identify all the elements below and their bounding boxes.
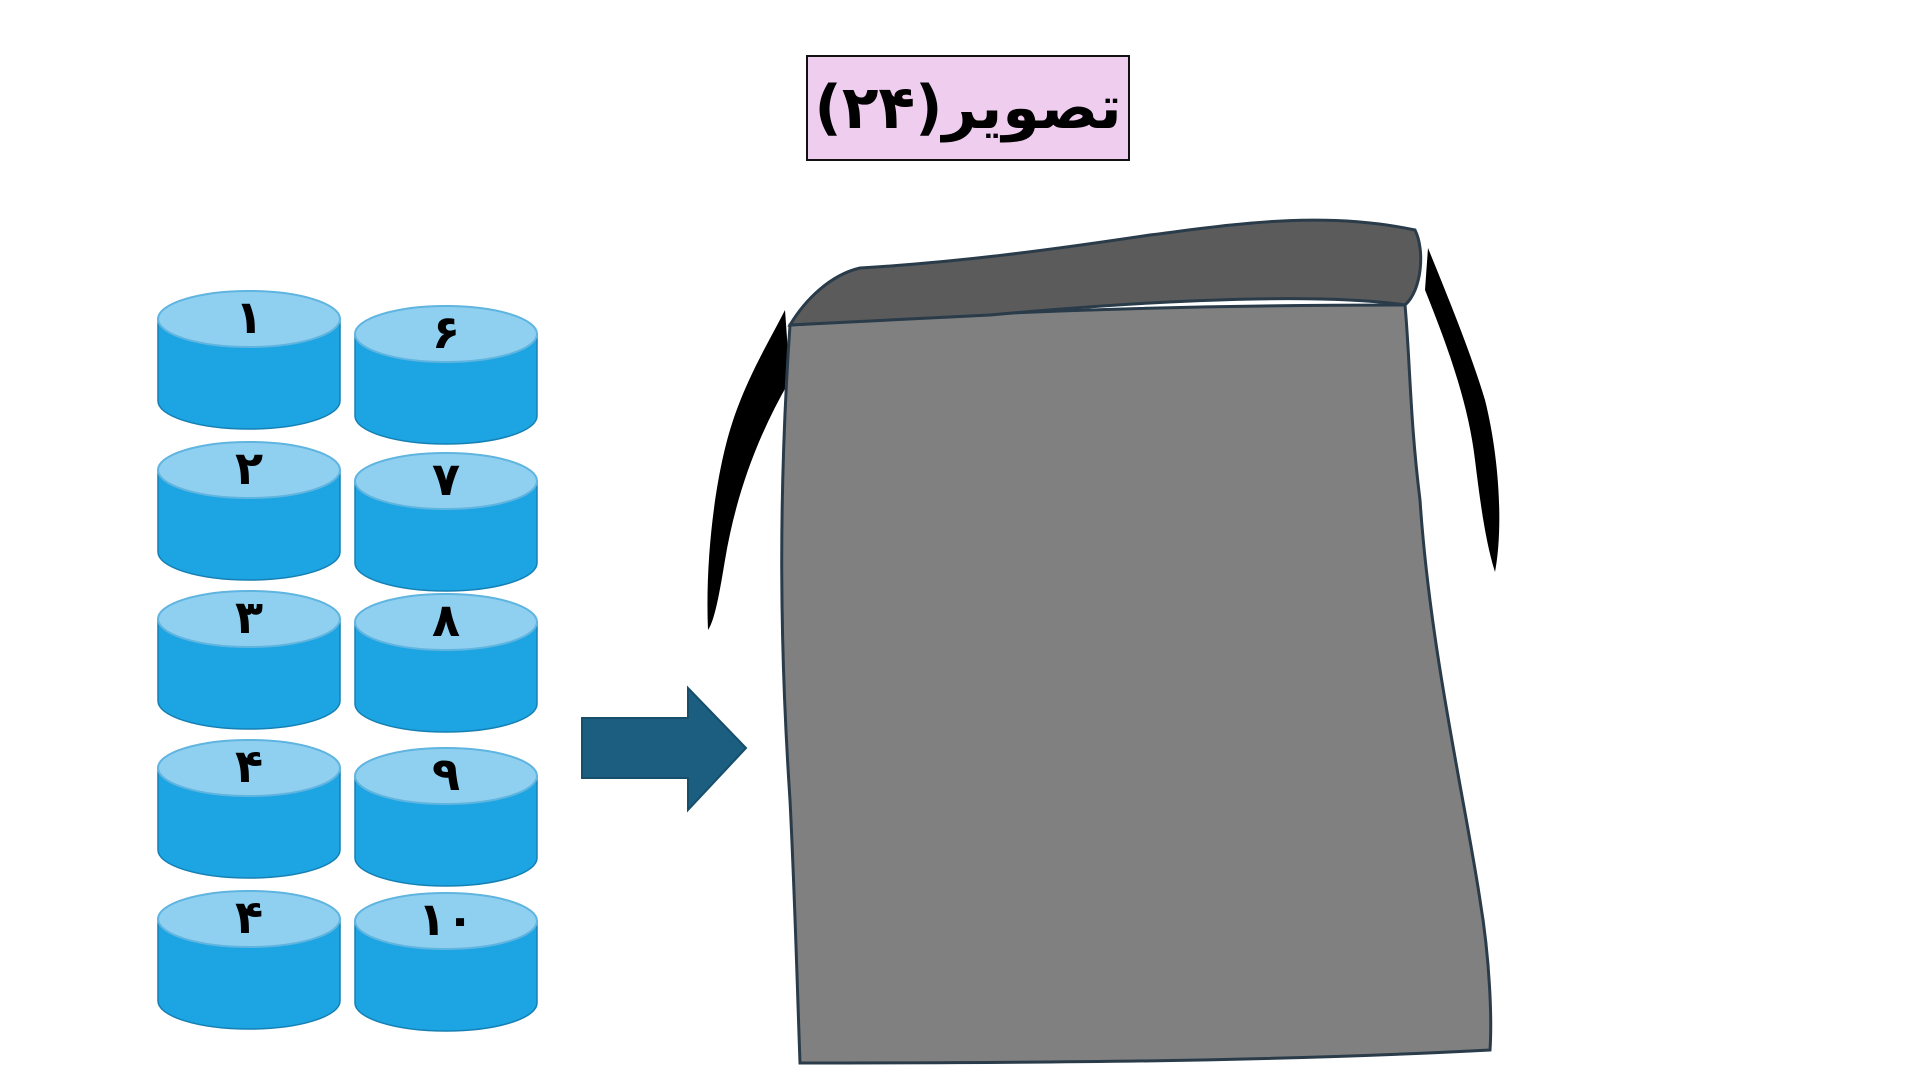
disc-label: ۳ [235, 590, 263, 644]
disc-top [157, 739, 341, 797]
disc-side [157, 618, 341, 730]
disc-label: ۱۰ [418, 892, 474, 946]
disc-side [157, 918, 341, 1030]
figure-title: تصویر(۲۴) [814, 73, 1122, 143]
disc-9: ۹ [354, 747, 538, 887]
disc-label: ۴ [235, 739, 263, 793]
disc-side [157, 767, 341, 879]
bag-strap-left [707, 310, 790, 630]
disc-3: ۳ [157, 590, 341, 730]
disc-label: ۱ [235, 290, 263, 344]
disc-side [354, 480, 538, 592]
disc-label: ۴ [235, 890, 263, 944]
disc-label: ۷ [432, 452, 460, 506]
disc-label: ۸ [432, 593, 460, 647]
disc-side [354, 920, 538, 1032]
disc-top [157, 290, 341, 348]
disc-1: ۱ [157, 290, 341, 430]
disc-top [354, 452, 538, 510]
disc-group: ۱ ۲ ۳ ۴ ۴ ۶ ۷ ۸ ۹ ۱۰ [157, 290, 538, 1032]
disc-side [354, 621, 538, 733]
disc-side [354, 333, 538, 445]
arrow-right-icon [581, 685, 748, 813]
disc-10: ۱۰ [354, 892, 538, 1032]
disc-top [157, 590, 341, 648]
disc-2: ۲ [157, 441, 341, 581]
disc-4: ۴ [157, 739, 341, 879]
disc-top [354, 305, 538, 363]
disc-top [157, 441, 341, 499]
disc-8: ۸ [354, 593, 538, 733]
disc-side [157, 469, 341, 581]
bag-body [780, 303, 1493, 1065]
disc-side [157, 318, 341, 430]
disc-top [354, 892, 538, 950]
disc-top [354, 747, 538, 805]
disc-top [354, 593, 538, 651]
disc-side [354, 775, 538, 887]
disc-top [157, 890, 341, 948]
disc-label: ۲ [235, 441, 263, 495]
figure-title-box: تصویر(۲۴) [806, 55, 1130, 161]
disc-5: ۴ [157, 890, 341, 1030]
disc-6: ۶ [354, 305, 538, 445]
disc-7: ۷ [354, 452, 538, 592]
disc-label: ۶ [432, 305, 460, 359]
bag-strap-right [1425, 248, 1500, 572]
disc-label: ۹ [432, 747, 460, 801]
bag-opening [787, 218, 1423, 327]
